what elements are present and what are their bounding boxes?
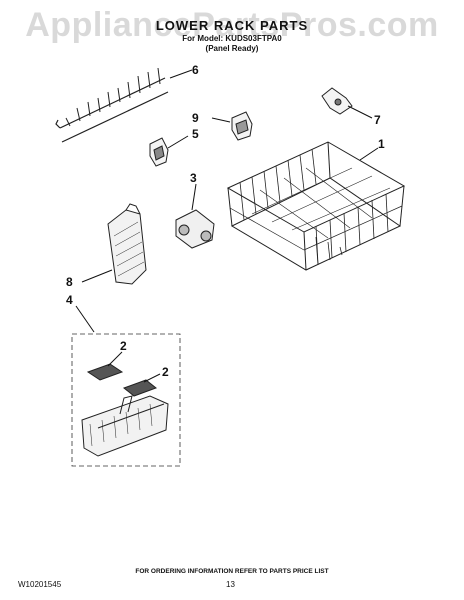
leader-7 (347, 105, 373, 119)
model-line: For Model: KUDS03FTPA0 (182, 34, 282, 43)
part-8-silverware-basket[interactable] (107, 203, 147, 285)
callout-1: 1 (378, 137, 385, 151)
part-3-wheel-assembly[interactable] (175, 209, 215, 249)
part-4-basket-body (81, 395, 169, 457)
part-2-basket-cover-b[interactable] (122, 379, 158, 397)
callout-7: 7 (374, 113, 381, 127)
part-2-basket-cover-a[interactable] (86, 363, 124, 381)
part-1-lower-dishrack[interactable] (226, 141, 406, 271)
leader-2a (107, 351, 123, 367)
page-title: LOWER RACK PARTS (155, 18, 309, 33)
callout-2b: 2 (162, 365, 169, 379)
ordering-note: FOR ORDERING INFORMATION REFER TO PARTS … (135, 568, 329, 575)
callout-4: 4 (66, 293, 73, 307)
part-6-tine-row[interactable] (55, 67, 169, 143)
leader-5 (167, 135, 189, 149)
callout-8: 8 (66, 275, 73, 289)
page-number: 13 (226, 580, 235, 589)
leader-3 (191, 183, 197, 211)
leader-4 (75, 305, 95, 333)
part-5-rack-bumper[interactable] (149, 137, 169, 167)
leader-8 (81, 269, 113, 283)
callout-6: 6 (192, 63, 199, 77)
panel-line: (Panel Ready) (205, 44, 259, 53)
callout-9: 9 (192, 111, 199, 125)
leader-9 (211, 117, 231, 123)
callout-2a: 2 (120, 339, 127, 353)
leader-6 (169, 69, 193, 79)
watermark-text: AppliancePartsPros.com (25, 6, 439, 44)
leader-1 (359, 147, 379, 161)
callout-3: 3 (190, 171, 197, 185)
part-9-rack-clip[interactable] (231, 111, 253, 141)
part-7-wheel-bracket[interactable] (321, 87, 353, 115)
callout-5: 5 (192, 127, 199, 141)
leader-2b (143, 373, 161, 383)
document-code: W10201545 (18, 580, 62, 589)
